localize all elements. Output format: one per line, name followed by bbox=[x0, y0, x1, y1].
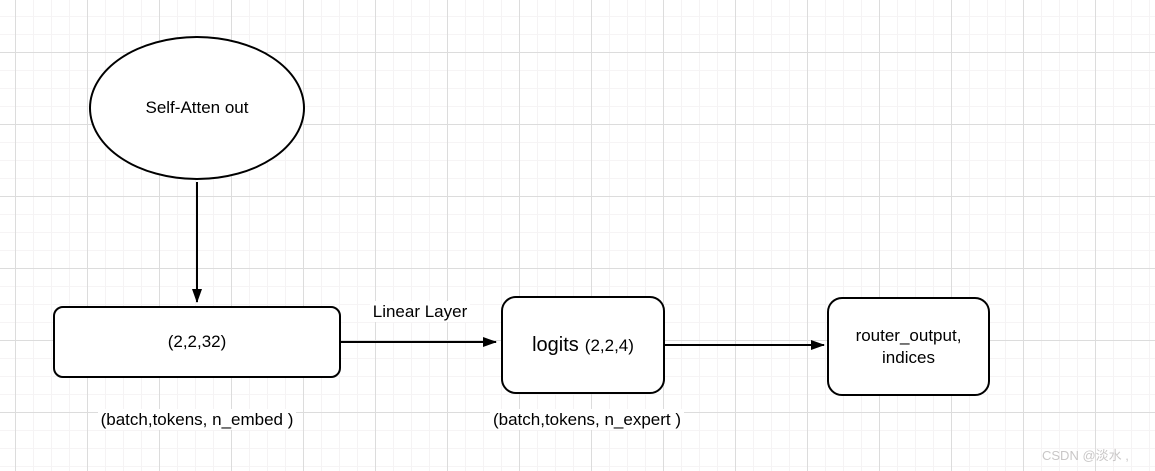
node-logits: logits(2,2,4) bbox=[501, 296, 665, 394]
node-logits-label: logits bbox=[532, 333, 579, 356]
node-router-line1: router_output, bbox=[855, 326, 962, 346]
node-self-atten-out-label: Self-Atten out bbox=[145, 98, 249, 118]
node-embed-shape: (2,2,32) bbox=[53, 306, 341, 378]
csdn-watermark: CSDN @淡水 , bbox=[1042, 448, 1129, 463]
node-self-atten-out: Self-Atten out bbox=[89, 36, 305, 180]
node-logits-dims: (2,2,4) bbox=[584, 335, 634, 355]
node-router-line2: indices bbox=[882, 347, 935, 367]
node-router-output: router_output, indices bbox=[827, 297, 990, 396]
caption-logits-dims: (batch,tokens, n_expert ) bbox=[463, 409, 711, 430]
node-embed-label: (2,2,32) bbox=[167, 332, 227, 352]
caption-embed-dims: (batch,tokens, n_embed ) bbox=[52, 409, 342, 430]
edge-label-linear-layer: Linear Layer bbox=[352, 301, 488, 322]
